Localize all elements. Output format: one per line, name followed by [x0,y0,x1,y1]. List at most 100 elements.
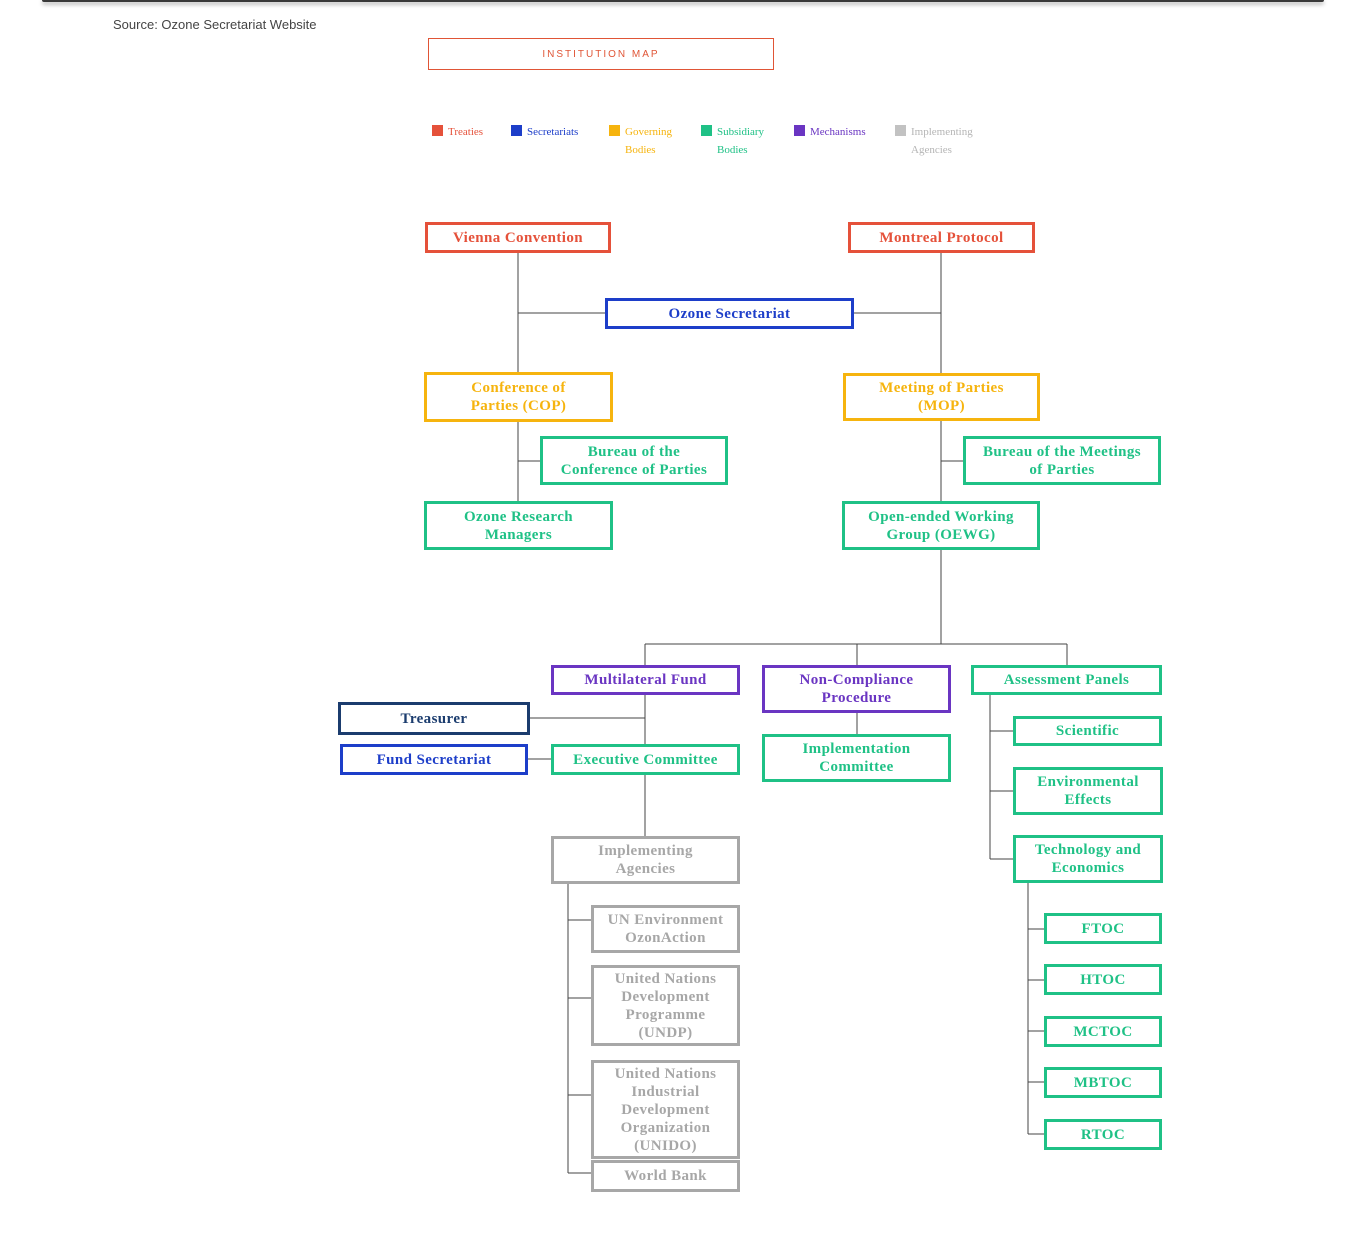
legend-label: Subsidiary [717,126,765,138]
node-executive-committee: Executive Committee [551,744,740,775]
node-label-line: Vienna Convention [452,229,583,246]
node-label-line: Committee [819,759,894,775]
node-label-line: Agencies [615,861,676,877]
node-label-line: Non-Compliance [799,672,914,688]
node-rtoc: RTOC [1044,1119,1162,1150]
node-mctoc: MCTOC [1044,1016,1162,1047]
legend-swatch-secretariats [511,125,522,136]
node-label-line: of Parties [1029,461,1095,478]
node-label-line: (UNDP) [638,1024,693,1041]
node-label-line: OzonAction [625,930,706,946]
node-vienna-convention: Vienna Convention [425,222,611,253]
node-label-line: RTOC [1080,1126,1126,1143]
node-label-line: Assessment Panels [1003,672,1130,688]
node-label-line: Scientific [1055,723,1120,739]
node-label-line: World Bank [624,1168,707,1184]
node-label: RTOC [1081,1126,1125,1144]
node-world-bank: World Bank [591,1160,740,1192]
legend-swatch-treaties [432,125,443,136]
node-label-line: (UNIDO) [634,1137,697,1154]
node-label-line: Industrial [631,1083,700,1100]
node-label-line: Ozone Secretariat [668,305,791,322]
node-montreal-protocol: Montreal Protocol [848,222,1035,253]
node-label-line: Fund Secretariat [376,751,492,768]
node-label: Treasurer [401,710,468,728]
node-label-line: Development [621,1101,710,1118]
legend-swatch-mechanisms [794,125,805,136]
node-label-line: Bureau of the [587,443,681,460]
node-label-line: Ozone Research [463,508,574,525]
node-label-line: MCTOC [1073,1023,1133,1040]
node-label-line: Development [621,988,710,1005]
node-label-line: Programme [625,1006,706,1023]
legend-swatch-governing [609,125,620,136]
node-label-line: Treasurer [400,710,468,727]
node-label: Executive Committee [573,751,718,769]
node-label-line: Managers [484,526,553,543]
node-label-line: Conference of [471,380,566,396]
node-label-line: Bureau of the Meetings [982,443,1142,460]
node-label: MBTOC [1074,1074,1132,1092]
node-treasurer: Treasurer [338,702,530,735]
node-label-line: Group (OEWG) [886,526,996,543]
node-meeting-of-parties: Meeting of Parties(MOP) [843,373,1040,421]
node-label-line: (MOP) [918,398,965,414]
node-label-line: United Nations [614,1065,717,1082]
legend-label-line2: Bodies [717,144,748,156]
node-label-line: Implementing [598,843,693,859]
node-ozone-secretariat: Ozone Secretariat [605,298,854,329]
node-label-line: Conference of Parties [560,461,708,478]
page-top-bar [42,0,1324,2]
institution-map-title: INSTITUTION MAP [428,38,774,70]
node-label-line: Implementation [802,741,911,757]
node-label-line: United Nations [614,970,717,987]
node-label: HTOC [1080,971,1126,989]
node-label-line: FTOC [1081,920,1125,937]
node-label: Vienna Convention [453,229,583,247]
node-label: Fund Secretariat [377,751,492,769]
node-label-line: Multilateral Fund [584,672,707,688]
node-label-line: Executive Committee [573,751,718,768]
node-assessment-panels: Assessment Panels [971,665,1162,695]
node-mbtoc: MBTOC [1044,1067,1162,1098]
node-label-line: UN Environment [607,912,724,928]
legend-label: Treaties [448,126,484,138]
node-label-line: Effects [1064,792,1112,808]
node-label-line: MBTOC [1073,1074,1133,1091]
node-label: FTOC [1082,920,1125,938]
node-label-line: Open-ended Working [868,508,1014,525]
node-label: Scientific [1056,722,1119,740]
node-fund-secretariat: Fund Secretariat [340,744,528,775]
node-label: MCTOC [1073,1023,1132,1041]
node-scientific-panel: Scientific [1013,716,1162,746]
node-label-line: Environmental [1037,774,1139,790]
legend-label: Mechanisms [810,126,866,138]
legend-label: Implementing [911,126,973,138]
legend-swatch-implementing [895,125,906,136]
node-label-line: Procedure [821,690,892,706]
node-label: Meeting of Parties(MOP) [879,379,1004,415]
